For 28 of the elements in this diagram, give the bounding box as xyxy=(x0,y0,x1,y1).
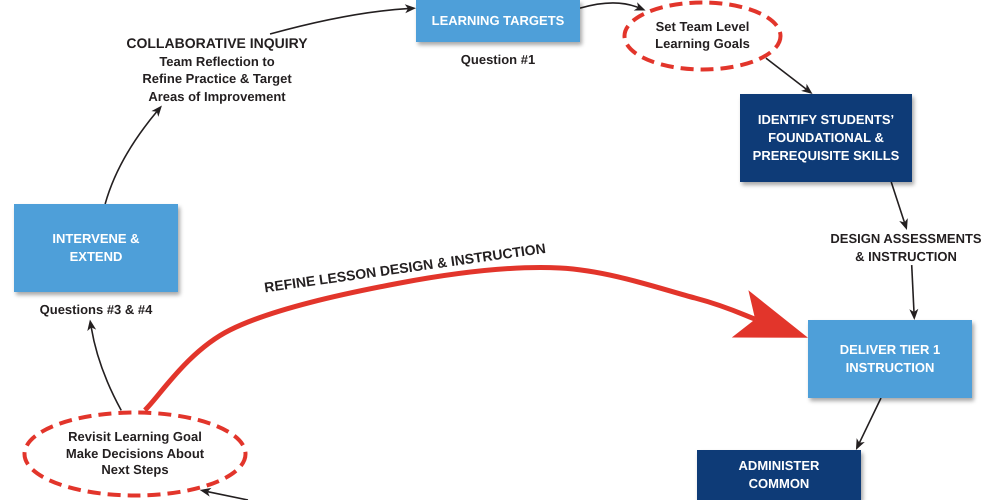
goal-ellipse xyxy=(622,0,783,72)
arrow xyxy=(200,488,248,500)
arrow xyxy=(890,182,908,230)
arrow xyxy=(580,2,646,11)
stage-heading: COLLABORATIVE INQUIRY xyxy=(126,34,308,53)
goal-ellipse xyxy=(22,410,248,498)
arrow xyxy=(143,265,808,412)
goal-text: Revisit Learning Goal xyxy=(68,428,202,446)
question-label: Question #1 xyxy=(460,51,536,69)
arrow xyxy=(87,320,122,411)
step-text: IDENTIFY STUDENTS’ FOUNDATIONAL & PREREQUISITE SKILLS xyxy=(752,110,900,166)
stage-text: DESIGN ASSESSMENTS & INSTRUCTION xyxy=(829,230,983,266)
step-box xyxy=(808,320,972,398)
step-text: ADMINISTER COMMON xyxy=(738,456,820,493)
arrow xyxy=(856,398,882,450)
step-text: INTERVENE & EXTEND xyxy=(51,230,141,266)
question-label: Questions #3 & #4 xyxy=(40,301,152,319)
arrow xyxy=(270,4,416,35)
arrow xyxy=(104,105,162,204)
step-text: DELIVER TIER 1 INSTRUCTION xyxy=(838,340,942,377)
goal-text: Set Team Level Learning Goals xyxy=(654,19,751,53)
goal-text: Make Decisions About Next Steps xyxy=(64,446,206,480)
arrow xyxy=(765,58,813,94)
step-box xyxy=(740,94,912,182)
step-text: LEARNING TARGETS xyxy=(432,12,564,30)
stage-text: Team Reflection to Refine Practice & Target Areas of Improvement xyxy=(141,52,293,106)
step-box xyxy=(697,450,861,500)
arrow xyxy=(909,265,918,320)
